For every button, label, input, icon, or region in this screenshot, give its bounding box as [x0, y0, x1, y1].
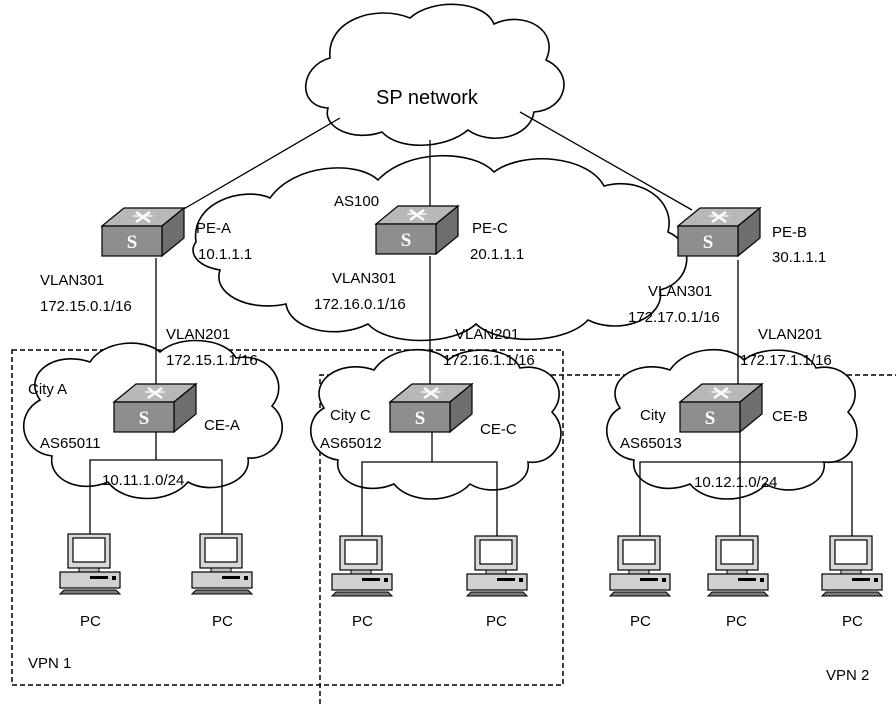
pe-c-name: PE-C	[472, 220, 508, 237]
ce-a-vlan: VLAN201	[166, 326, 230, 343]
vpn1-label: VPN 1	[28, 655, 71, 672]
sp-network-label: SP network	[376, 87, 479, 109]
ce-c-as: AS65012	[320, 435, 382, 452]
pc-icon	[191, 533, 253, 595]
ce-a-name: CE-A	[204, 417, 240, 434]
pc-icon	[707, 535, 769, 597]
ce-c-vlan-ip: 172.16.1.1/16	[443, 352, 535, 369]
ce-b-vlan-ip: 172.17.1.1/16	[740, 352, 832, 369]
pe-c-vlan-ip: 172.16.0.1/16	[314, 296, 406, 313]
pc-icon	[331, 535, 393, 597]
pe-b-vlan-ip: 172.17.0.1/16	[628, 309, 720, 326]
ce-b-vlan: VLAN201	[758, 326, 822, 343]
pe-b-switch-icon	[676, 206, 762, 258]
pc-label: PC	[630, 613, 651, 630]
lan-a	[89, 459, 223, 545]
uplink-pe-a	[181, 117, 341, 211]
lan-b	[639, 461, 853, 545]
pc-label: PC	[212, 613, 233, 630]
pc-icon	[821, 535, 883, 597]
pe-a-ip: 10.1.1.1	[198, 246, 252, 263]
ce-b-name: CE-B	[772, 408, 808, 425]
pc-icon	[609, 535, 671, 597]
ce-c-vlan: VLAN201	[455, 326, 519, 343]
lan-c	[361, 461, 498, 545]
ce-a-as: AS65011	[40, 435, 101, 452]
ce-a-switch-icon	[112, 382, 198, 434]
vpn2-label: VPN 2	[826, 667, 869, 684]
pe-a-name: PE-A	[196, 220, 231, 237]
pe-b-vlan: VLAN301	[648, 283, 712, 300]
pe-b-ip: 30.1.1.1	[772, 249, 826, 266]
pe-a-vlan-ip: 172.15.0.1/16	[40, 298, 132, 315]
ce-c-switch-icon	[388, 382, 474, 434]
pe-a-vlan: VLAN301	[40, 272, 104, 289]
ce-b-as: AS65013	[620, 435, 682, 452]
pe-c-ip: 20.1.1.1	[470, 246, 524, 263]
pc-icon	[466, 535, 528, 597]
pc-label: PC	[486, 613, 507, 630]
ce-b-switch-icon	[678, 382, 764, 434]
ce-b-subnet: 10.12.1.0/24	[694, 474, 777, 491]
ce-c-name: CE-C	[480, 421, 517, 438]
ce-a-city: City A	[28, 381, 67, 398]
pc-label: PC	[726, 613, 747, 630]
pc-label: PC	[842, 613, 863, 630]
pe-b-name: PE-B	[772, 224, 807, 241]
ce-c-city: City C	[330, 407, 371, 424]
pe-c-vlan: VLAN301	[332, 270, 396, 287]
pc-label: PC	[352, 613, 373, 630]
as100-label: AS100	[334, 193, 379, 210]
uplink-pe-b	[519, 111, 693, 211]
ce-a-subnet: 10.11.1.0/24	[102, 472, 184, 489]
ce-a-vlan-ip: 172.15.1.1/16	[166, 352, 258, 369]
ce-b-city: City	[640, 407, 666, 424]
vpn1-boundary	[11, 349, 564, 686]
pe-a-switch-icon	[100, 206, 186, 258]
pe-c-switch-icon	[374, 204, 460, 256]
pc-label: PC	[80, 613, 101, 630]
sp-network-cloud	[304, 3, 565, 147]
pc-icon	[59, 533, 121, 595]
